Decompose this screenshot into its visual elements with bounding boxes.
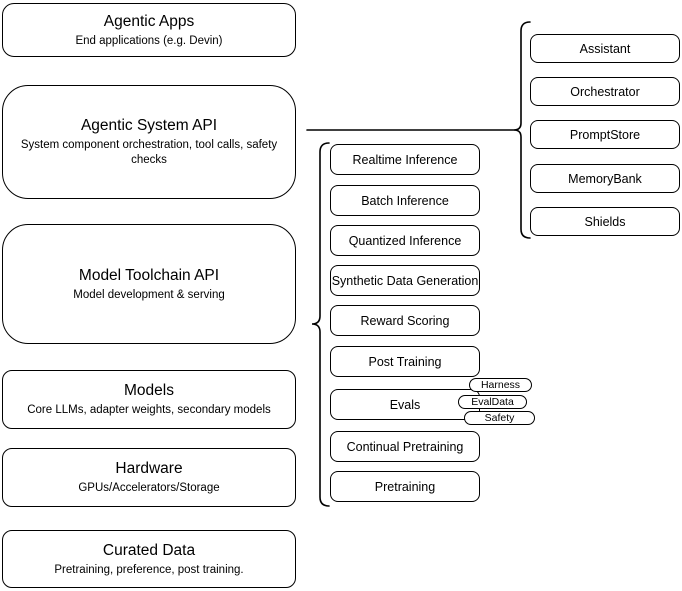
badge-label: Safety: [484, 412, 515, 424]
node-subtitle: System component orchestration, tool cal…: [20, 139, 278, 166]
service-label: Evals: [389, 397, 421, 412]
component-label: Orchestrator: [570, 84, 640, 99]
node-subtitle: Core LLMs, adapter weights, secondary mo…: [27, 404, 271, 416]
service-label: Post Training: [368, 354, 442, 369]
toolchain-services-brace: [311, 142, 330, 507]
service-label: Reward Scoring: [360, 313, 450, 328]
service-label: Synthetic Data Generation: [331, 273, 479, 288]
node-subtitle: Pretraining, preference, post training.: [54, 563, 244, 576]
service-pretraining: Pretraining: [330, 471, 480, 502]
component-label: MemoryBank: [568, 171, 642, 186]
service-label: Batch Inference: [361, 193, 449, 208]
service-quantized-inference: Quantized Inference: [330, 225, 480, 256]
node-subtitle: Model development & serving: [73, 288, 225, 301]
service-realtime-inference: Realtime Inference: [330, 144, 480, 175]
node-subtitle: GPUs/Accelerators/Storage: [78, 482, 220, 494]
component-assistant: Assistant: [530, 34, 680, 63]
badge-label: Harness: [480, 379, 521, 391]
node-curated-data: Curated Data Pretraining, preference, po…: [2, 530, 296, 588]
service-evals: Evals: [330, 389, 480, 420]
component-orchestrator: Orchestrator: [530, 77, 680, 106]
service-label: Pretraining: [374, 479, 436, 494]
node-models: Models Core LLMs, adapter weights, secon…: [2, 370, 296, 429]
service-post-training: Post Training: [330, 346, 480, 377]
node-title: Hardware: [115, 460, 183, 477]
badge-harness: Harness: [469, 378, 532, 392]
badge-label: EvalData: [471, 396, 514, 408]
service-synthetic-data-generation: Synthetic Data Generation: [330, 265, 480, 296]
component-label: Shields: [584, 214, 626, 229]
node-title: Model Toolchain API: [78, 266, 220, 284]
service-reward-scoring: Reward Scoring: [330, 305, 480, 336]
service-label: Realtime Inference: [352, 152, 458, 167]
component-label: Assistant: [579, 41, 631, 56]
service-label: Continual Pretraining: [346, 439, 464, 454]
node-agentic-system-api: Agentic System API System component orch…: [2, 85, 296, 199]
badge-safety: Safety: [464, 411, 535, 425]
system-components-brace: [513, 21, 531, 239]
node-model-toolchain-api: Model Toolchain API Model development & …: [2, 224, 296, 344]
component-promptstore: PromptStore: [530, 120, 680, 149]
service-label: Quantized Inference: [348, 233, 462, 248]
service-batch-inference: Batch Inference: [330, 185, 480, 216]
node-title: Agentic System API: [80, 117, 218, 134]
node-subtitle: End applications (e.g. Devin): [75, 34, 223, 47]
node-hardware: Hardware GPUs/Accelerators/Storage: [2, 448, 296, 507]
node-title: Agentic Apps: [103, 12, 195, 30]
badge-evaldata: EvalData: [458, 395, 527, 409]
node-agentic-apps: Agentic Apps End applications (e.g. Devi…: [2, 3, 296, 57]
node-title: Curated Data: [102, 541, 196, 559]
component-memorybank: MemoryBank: [530, 164, 680, 193]
component-shields: Shields: [530, 207, 680, 236]
node-title: Models: [124, 382, 174, 399]
component-label: PromptStore: [569, 127, 641, 142]
service-continual-pretraining: Continual Pretraining: [330, 431, 480, 462]
